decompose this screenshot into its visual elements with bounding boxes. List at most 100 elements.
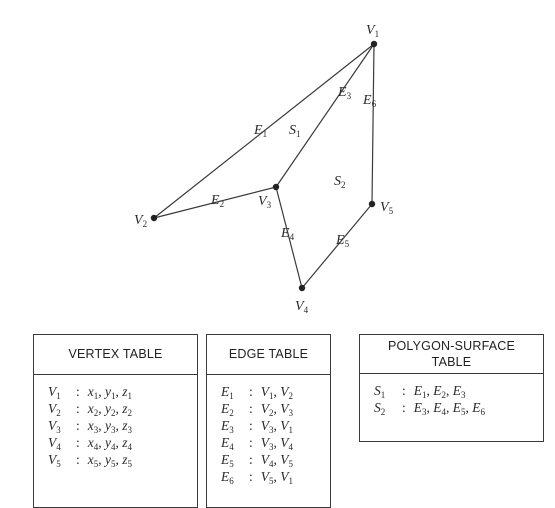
edge-table-row-value-base: V: [280, 418, 289, 433]
edge-label-e2-subscript: 2: [219, 199, 225, 209]
vertex-table-row-value-base: x: [87, 452, 94, 467]
vertex-table-row-value: x2: [88, 401, 99, 418]
edge-table-row-key-base: E: [221, 469, 230, 484]
vertex-table-row-value-base: y: [105, 452, 112, 467]
edge-table-row-value-base: V: [260, 418, 270, 433]
colon-separator: :: [249, 418, 253, 433]
edge-e6: [371, 43, 375, 205]
vertex-label-v1: V1: [366, 24, 379, 41]
comma-separator: ,: [115, 418, 123, 433]
edge-label-e5-base: E: [336, 233, 345, 248]
edge-table-row-key-base: E: [221, 384, 230, 399]
edge-e5: [301, 203, 373, 289]
edge-table-row-value: V5: [280, 452, 294, 469]
edge-table-row: E1:V1, V2: [221, 383, 330, 401]
vertex-label-v4: V4: [295, 300, 308, 317]
vertex-table-row-value-base: x: [87, 418, 94, 433]
edge-table-row-value-base: V: [280, 435, 289, 450]
vertex-table-row-value-subscript: 4: [93, 442, 99, 452]
surface-label-s2-subscript: 2: [341, 180, 346, 190]
comma-separator: ,: [98, 435, 106, 450]
surface-table-row-value-base: E: [413, 383, 423, 398]
edge-table-row-key-subscript: 3: [229, 425, 234, 435]
vertex-table-row-value-base: z: [122, 435, 128, 450]
comma-separator: ,: [273, 418, 281, 433]
vertex-table-row-value-base: y: [105, 401, 112, 416]
edge-label-e4-subscript: 4: [289, 232, 295, 242]
colon-separator: :: [249, 452, 253, 467]
vertex-table-row-value-base: z: [122, 418, 128, 433]
vertex-table-row-key-base: V: [48, 452, 57, 467]
vertex-table-row-value: x1: [88, 384, 99, 401]
polygon-surface-table-title-line2: TABLE: [431, 355, 472, 369]
comma-separator: ,: [98, 452, 106, 467]
colon-separator: :: [402, 400, 406, 415]
vertex-table-row-value: y2: [105, 401, 116, 418]
colon-separator: :: [76, 452, 80, 467]
surface-table-row: S1:E1, E2, E3: [374, 382, 543, 400]
surface-table-row-value-subscript: 2: [441, 390, 447, 400]
vertex-v3: [272, 183, 280, 191]
edge-table-row-key: E6: [221, 468, 249, 490]
edge-table-row: E6:V5, V1: [221, 468, 330, 486]
comma-separator: ,: [426, 383, 434, 398]
surface-table-row-value: E4: [433, 400, 446, 417]
surface-label-s2: S2: [334, 175, 346, 192]
vertex-table-row-value-subscript: 4: [127, 442, 133, 452]
edge-table-row-value: V5: [261, 469, 274, 486]
edge-e1: [153, 43, 375, 219]
vertex-table-row-key-base: V: [48, 384, 57, 399]
edge-table-row-value-subscript: 4: [269, 459, 274, 469]
surface-table-row-key: S2: [374, 399, 402, 421]
surface-table-row-value: E2: [433, 383, 447, 400]
vertex-table-row-value: y3: [105, 418, 116, 435]
vertex-table-row-value: z2: [122, 401, 132, 418]
surface-table-row-value-base: E: [452, 383, 462, 398]
vertex-table-row-value: z4: [122, 435, 133, 452]
vertex-label-v4-subscript: 4: [303, 305, 309, 315]
edge-table-row-value-base: V: [280, 401, 289, 416]
vertex-table-row: V5:x5, y5, z5: [48, 451, 197, 469]
edge-table-row-key-base: E: [221, 452, 230, 467]
surface-label-s1-base: S: [289, 123, 296, 138]
colon-separator: :: [249, 469, 253, 484]
vertex-table-row-value-base: z: [122, 384, 128, 399]
colon-separator: :: [249, 384, 253, 399]
vertex-label-v3-base: V: [258, 194, 267, 209]
surface-table-row-value: E3: [413, 400, 427, 417]
comma-separator: ,: [98, 418, 106, 433]
vertex-label-v5-base: V: [380, 200, 389, 215]
vertex-table-row-value-base: y: [105, 384, 112, 399]
edge-table-row-value-subscript: 5: [288, 459, 294, 469]
edge-label-e6-base: E: [363, 93, 372, 108]
edge-table-row-key-base: E: [221, 418, 230, 433]
vertex-table-row-key-base: V: [48, 401, 57, 416]
edge-table-row-value: V4: [280, 435, 293, 452]
edge-table-row-key-subscript: 4: [229, 442, 234, 452]
vertex-v1: [370, 40, 378, 48]
vertex-label-v1-subscript: 1: [374, 29, 380, 39]
surface-table-row-key: S1: [374, 382, 402, 404]
comma-separator: ,: [465, 400, 473, 415]
polygon-surface-table-title: POLYGON-SURFACE TABLE: [360, 335, 543, 374]
vertex-label-v5-subscript: 5: [388, 206, 394, 216]
edge-label-e5-subscript: 5: [344, 239, 350, 249]
edge-table-row-key: E1: [221, 383, 249, 405]
edge-table-row: E3:V3, V1: [221, 417, 330, 435]
surface-table-row-value-base: E: [413, 400, 423, 415]
vertex-table-row-key: V1: [48, 383, 76, 405]
surface-table-row-key-base: S: [374, 400, 381, 415]
vertex-label-v2-base: V: [134, 213, 143, 228]
edge-table-row-value-subscript: 2: [269, 408, 274, 418]
vertex-v4: [298, 284, 306, 292]
vertex-table-row-value-subscript: 3: [127, 425, 133, 435]
edge-table-row: E4:V3, V4: [221, 434, 330, 452]
surface-table-row-key-subscript: 2: [380, 407, 386, 417]
surface-label-s1-subscript: 1: [296, 129, 301, 139]
edge-label-e2: E2: [211, 194, 224, 211]
vertex-table-row-value: x5: [87, 452, 99, 469]
surface-table-row-key-subscript: 1: [380, 390, 386, 400]
vertex-table-row-value-subscript: 5: [127, 459, 133, 469]
surface-label-s2-base: S: [334, 174, 341, 189]
